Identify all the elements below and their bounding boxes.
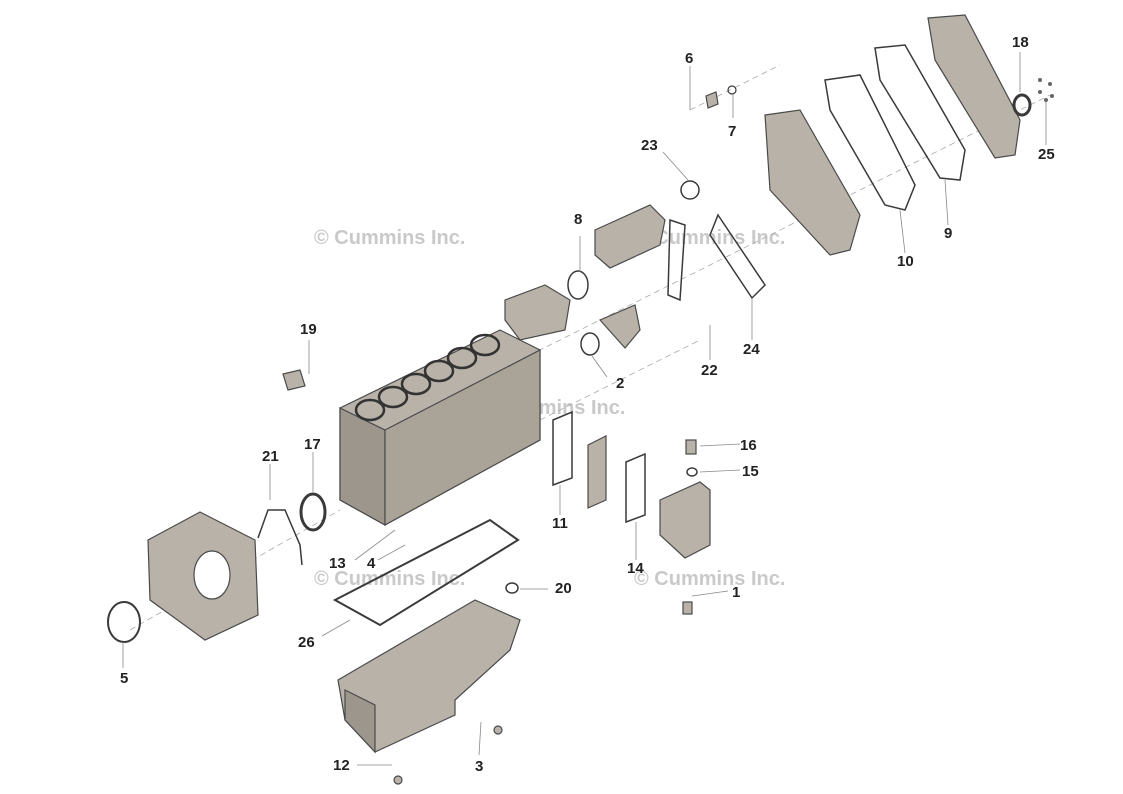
- callout-11: 11: [552, 515, 568, 532]
- fitting-20: [505, 582, 519, 594]
- callout-5: 5: [120, 670, 128, 687]
- callout-6: 6: [685, 50, 693, 67]
- oil-pan: [337, 599, 521, 754]
- leader-lines: [122, 52, 1047, 766]
- o-ring-2: [580, 332, 600, 356]
- callout-17: 17: [304, 436, 321, 453]
- fitting-6: [705, 91, 719, 109]
- bolts-25: [1038, 78, 1054, 102]
- drain-plug-3: [493, 725, 503, 735]
- front-gear-housing: [764, 109, 861, 256]
- accessory-drive: [594, 204, 666, 269]
- callout-10: 10: [897, 253, 914, 270]
- callout-24: 24: [743, 341, 760, 358]
- watermark-5: © Cummins Inc.: [634, 568, 785, 590]
- callout-12: 12: [333, 757, 350, 774]
- callout-23: 23: [641, 137, 658, 154]
- callout-4: 4: [367, 555, 376, 572]
- callout-14: 14: [627, 560, 644, 577]
- cooler-gasket-14: [625, 452, 646, 524]
- cooler-gasket-11: [552, 410, 573, 487]
- plug-1: [682, 601, 693, 615]
- callout-8: 8: [574, 211, 582, 228]
- o-ring-7: [727, 85, 737, 95]
- o-ring-15: [686, 467, 698, 477]
- callout-16: 16: [740, 437, 757, 454]
- callout-18: 18: [1012, 34, 1029, 51]
- water-inlet-connection: [598, 304, 641, 349]
- part-19: [282, 369, 306, 391]
- oil-cooler-core: [587, 435, 607, 509]
- gasket-8: [567, 270, 589, 300]
- callout-19: 19: [300, 321, 317, 338]
- callout-9: 9: [944, 225, 952, 242]
- rear-seal-ring: [107, 601, 141, 643]
- callout-7: 7: [728, 123, 736, 140]
- flywheel-housing: [147, 511, 259, 641]
- front-cover: [927, 14, 1021, 159]
- front-seal-18: [1012, 93, 1032, 117]
- cylinder-block: [339, 329, 541, 527]
- rear-crankshaft-seal: [299, 492, 327, 532]
- watermark-1: © Cummins Inc.: [314, 227, 465, 249]
- gasket-9: [874, 44, 966, 181]
- alignment-lines: [129, 64, 1051, 631]
- drain-plug-12: [393, 775, 403, 785]
- callout-3: 3: [475, 758, 483, 775]
- watermark-2: © Cummins Inc.: [634, 227, 785, 249]
- watermark-4: © Cummins Inc.: [314, 568, 465, 590]
- gasket-22: [667, 218, 686, 302]
- oil-filter-head: [659, 481, 711, 559]
- gasket-10: [824, 74, 916, 211]
- callout-1: 1: [732, 584, 740, 601]
- callout-13: 13: [329, 555, 346, 572]
- callout-2: 2: [616, 375, 624, 392]
- water-pump: [504, 284, 571, 341]
- callout-15: 15: [742, 463, 759, 480]
- callout-20: 20: [555, 580, 572, 597]
- callout-25: 25: [1038, 146, 1055, 163]
- callout-22: 22: [701, 362, 718, 379]
- breather-tube: [257, 509, 303, 566]
- callout-26: 26: [298, 634, 315, 651]
- o-ring-23: [680, 180, 700, 200]
- callout-21: 21: [262, 448, 279, 465]
- plug-16: [685, 439, 697, 455]
- oil-pan-gasket: [332, 518, 520, 627]
